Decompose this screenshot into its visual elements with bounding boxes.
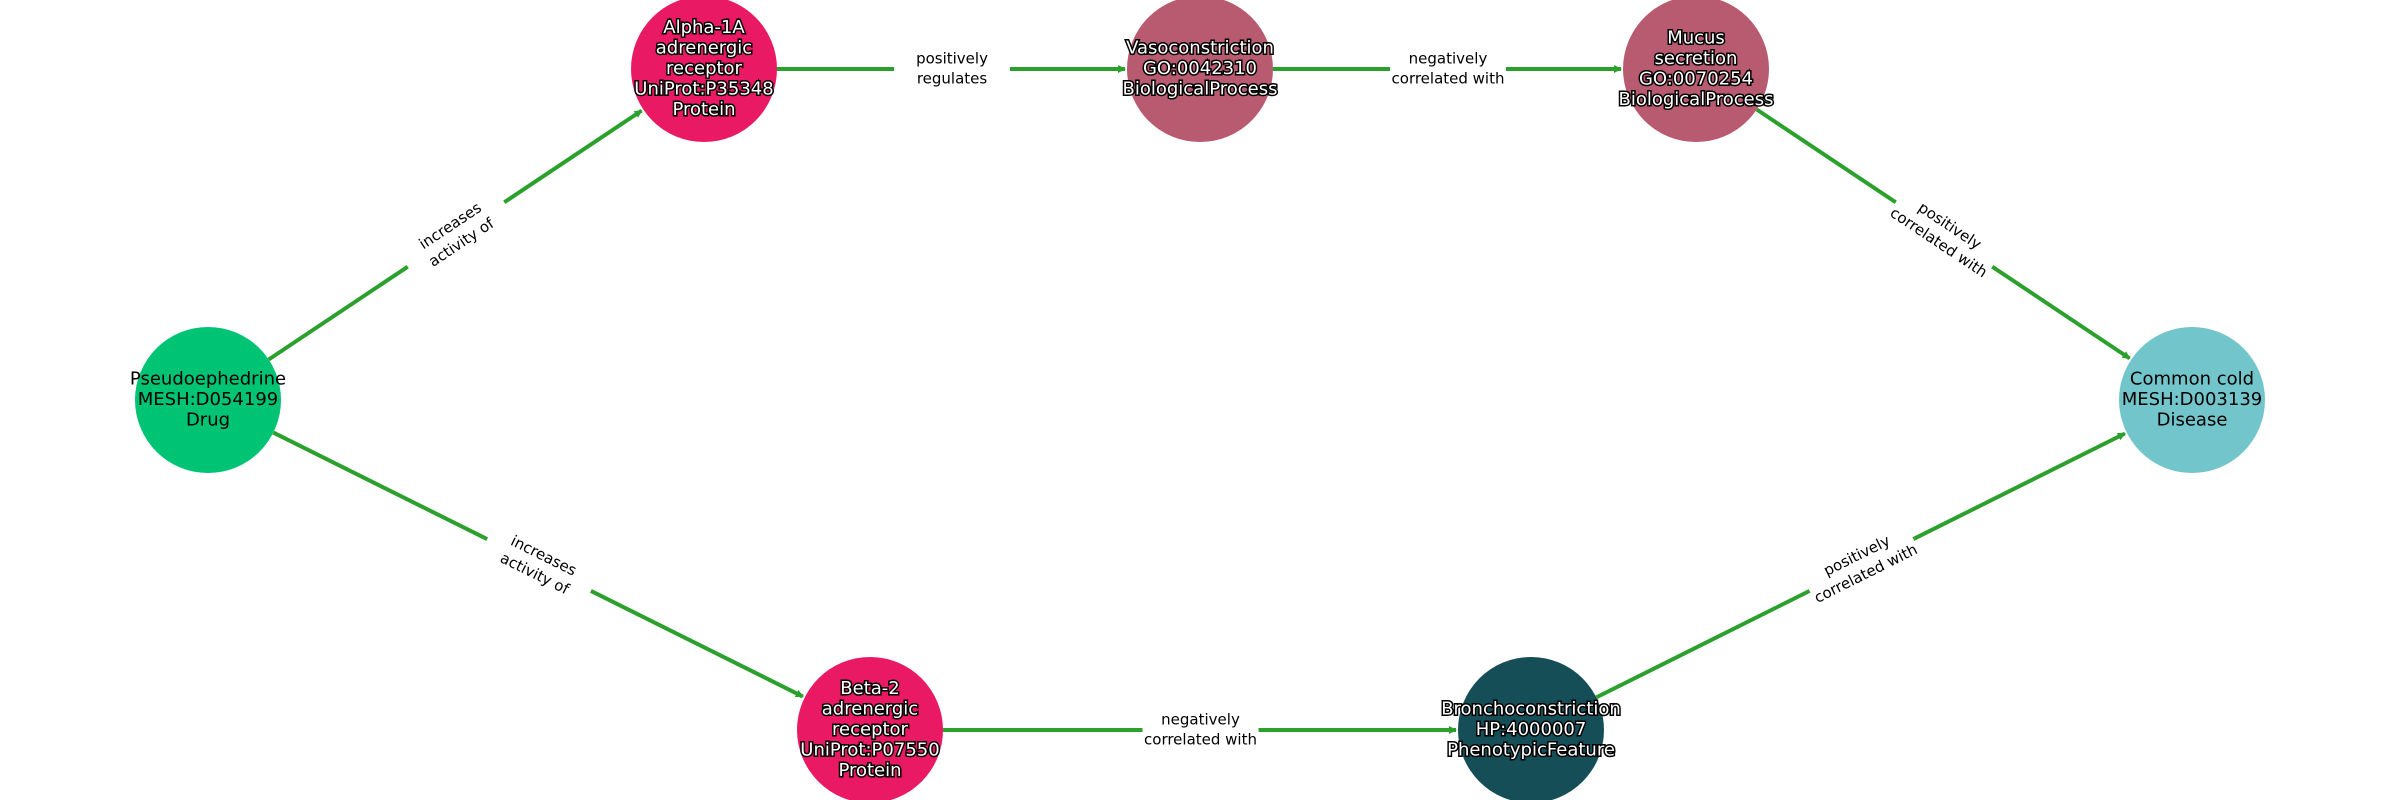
node-label-line: UniProt:P35348 (634, 79, 773, 100)
edge-label-background (1142, 708, 1259, 752)
edge-vasoconstriction-mucus: negatively correlated with (1273, 47, 1622, 91)
node-circle[interactable] (2119, 327, 2265, 473)
node-label-line: HP:4000007 (1476, 719, 1587, 740)
node-label-line: Common cold (2130, 369, 2254, 390)
nodes-layer: PseudoephedrineMESH:D054199DrugAlpha-1Aa… (130, 0, 2265, 800)
node-circle[interactable] (631, 0, 777, 142)
edge-label: negatively correlated with (1390, 47, 1506, 91)
node-circle[interactable] (135, 327, 281, 473)
node-label-line: MESH:D054199 (138, 389, 279, 410)
edge-label-line: positively (916, 50, 988, 68)
node-label-line: BiologicalProcess (1122, 79, 1277, 100)
edge-label-background (1883, 184, 2005, 285)
node-label-line: Vasoconstriction (1126, 38, 1274, 59)
node-label-line: Drug (186, 410, 230, 431)
node-label-line: receptor (832, 719, 909, 740)
edge-label-line: correlated with (1144, 731, 1257, 749)
edge-label-background (1390, 47, 1506, 91)
node-label-line: Mucus (1667, 27, 1725, 48)
edge-label-line: negatively (1409, 50, 1488, 68)
node-circle[interactable] (797, 657, 943, 800)
node-label-line: Bronchoconstriction (1441, 699, 1621, 720)
node-label-line: GO:0070254 (1639, 68, 1753, 89)
node-mucus[interactable]: MucussecretionGO:0070254BiologicalProces… (1617, 0, 1775, 142)
edge-alpha1a-vasoconstriction: positively regulates (777, 47, 1126, 91)
edge-label-background (395, 184, 517, 285)
node-label-line: UniProt:P07550 (800, 740, 939, 761)
edge-label-background (894, 47, 1010, 91)
node-label-line: adrenergic (656, 38, 752, 59)
node-beta2[interactable]: Beta-2adrenergicreceptorUniProt:P07550Pr… (797, 657, 943, 800)
edge-label-background (1799, 519, 1924, 611)
edge-label: positively regulates (894, 47, 1010, 91)
node-label-line: GO:0042310 (1143, 58, 1257, 79)
node-bronchoconstriction[interactable]: BronchoconstrictionHP:4000007PhenotypicF… (1440, 657, 1622, 800)
node-label-line: Beta-2 (840, 678, 899, 699)
node-label-line: Alpha-1A (663, 17, 745, 38)
node-label-line: adrenergic (822, 699, 918, 720)
node-label-line: Disease (2157, 410, 2228, 431)
node-label-line: PhenotypicFeature (1447, 740, 1615, 761)
node-label-line: Protein (838, 760, 901, 781)
node-label-line: BiologicalProcess (1618, 89, 1773, 110)
node-label-line: Pseudoephedrine (130, 369, 286, 390)
node-circle[interactable] (1623, 0, 1769, 142)
edge-label-line: correlated with (1392, 70, 1505, 88)
node-circle[interactable] (1127, 0, 1273, 142)
node-alpha1a[interactable]: Alpha-1AadrenergicreceptorUniProt:P35348… (631, 0, 777, 142)
node-circle[interactable] (1458, 657, 1604, 800)
edge-label-background (477, 519, 601, 611)
node-vasoconstriction[interactable]: VasoconstrictionGO:0042310BiologicalProc… (1121, 0, 1279, 142)
edge-label-line: regulates (917, 70, 988, 88)
node-label-line: receptor (666, 58, 743, 79)
edge-label: negatively correlated with (1142, 708, 1259, 752)
edge-beta2-bronchoconstriction: negatively correlated with (943, 708, 1457, 752)
node-label-line: MESH:D003139 (2122, 389, 2263, 410)
node-label-line: Protein (672, 99, 735, 120)
edge-label-line: negatively (1161, 711, 1240, 729)
node-label-line: secretion (1655, 48, 1738, 69)
